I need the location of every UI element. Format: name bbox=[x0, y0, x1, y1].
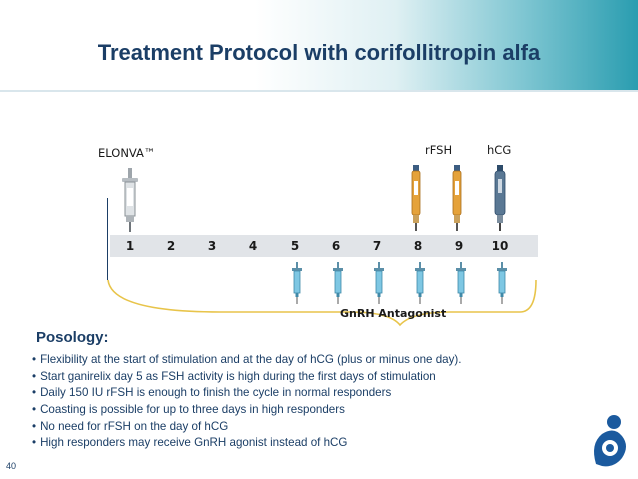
day-strip bbox=[110, 235, 538, 257]
slide-title: Treatment Protocol with corifollitropin … bbox=[97, 40, 541, 65]
posology-heading: Posology: bbox=[36, 329, 109, 346]
elonva-syringe-icon bbox=[122, 168, 138, 232]
day-7: 7 bbox=[372, 239, 382, 253]
day-4: 4 bbox=[248, 239, 258, 253]
posology-bullet: Coasting is possible for up to three day… bbox=[32, 402, 462, 419]
posology-list: Flexibility at the start of stimulation … bbox=[32, 352, 462, 452]
day-5: 5 bbox=[290, 239, 300, 253]
day-1: 1 bbox=[125, 239, 135, 253]
day-10: 10 bbox=[491, 239, 509, 253]
company-logo-icon bbox=[594, 415, 626, 467]
posology-bullet: High responders may receive GnRH agonist… bbox=[32, 435, 462, 452]
hcg-pen-icon bbox=[494, 165, 506, 231]
antagonist-syringe-day6-icon bbox=[333, 262, 343, 304]
elonva-label: ELONVA™ bbox=[98, 146, 156, 160]
rfsh-label: rFSH bbox=[425, 143, 453, 157]
antagonist-syringe-day10-icon bbox=[497, 262, 507, 304]
page-number: 40 bbox=[6, 461, 17, 471]
day-9: 9 bbox=[454, 239, 464, 253]
antagonist-syringe-day7-icon bbox=[374, 262, 384, 304]
hcg-label: hCG bbox=[487, 143, 512, 157]
antagonist-syringe-day8-icon bbox=[415, 262, 425, 304]
day-2: 2 bbox=[166, 239, 176, 253]
posology-bullet: Start ganirelix day 5 as FSH activity is… bbox=[32, 369, 462, 386]
cycle-bracket bbox=[107, 279, 537, 327]
header-band bbox=[0, 0, 638, 92]
posology-bullet: Daily 150 IU rFSH is enough to finish th… bbox=[32, 385, 462, 402]
gnrh-antagonist-label: GnRH Antagonist bbox=[340, 307, 447, 320]
header-divider bbox=[0, 90, 638, 92]
day-8: 8 bbox=[413, 239, 423, 253]
day-6: 6 bbox=[331, 239, 341, 253]
posology-bullet: Flexibility at the start of stimulation … bbox=[32, 352, 461, 369]
antagonist-syringe-day5-icon bbox=[292, 262, 302, 304]
day-3: 3 bbox=[207, 239, 217, 253]
posology-bullet: No need for rFSH on the day of hCG bbox=[32, 419, 462, 436]
timeline-start-line bbox=[107, 198, 108, 280]
rfsh-pen-day8-icon bbox=[411, 165, 421, 231]
rfsh-pen-day9-icon bbox=[452, 165, 462, 231]
antagonist-syringe-day9-icon bbox=[456, 262, 466, 304]
